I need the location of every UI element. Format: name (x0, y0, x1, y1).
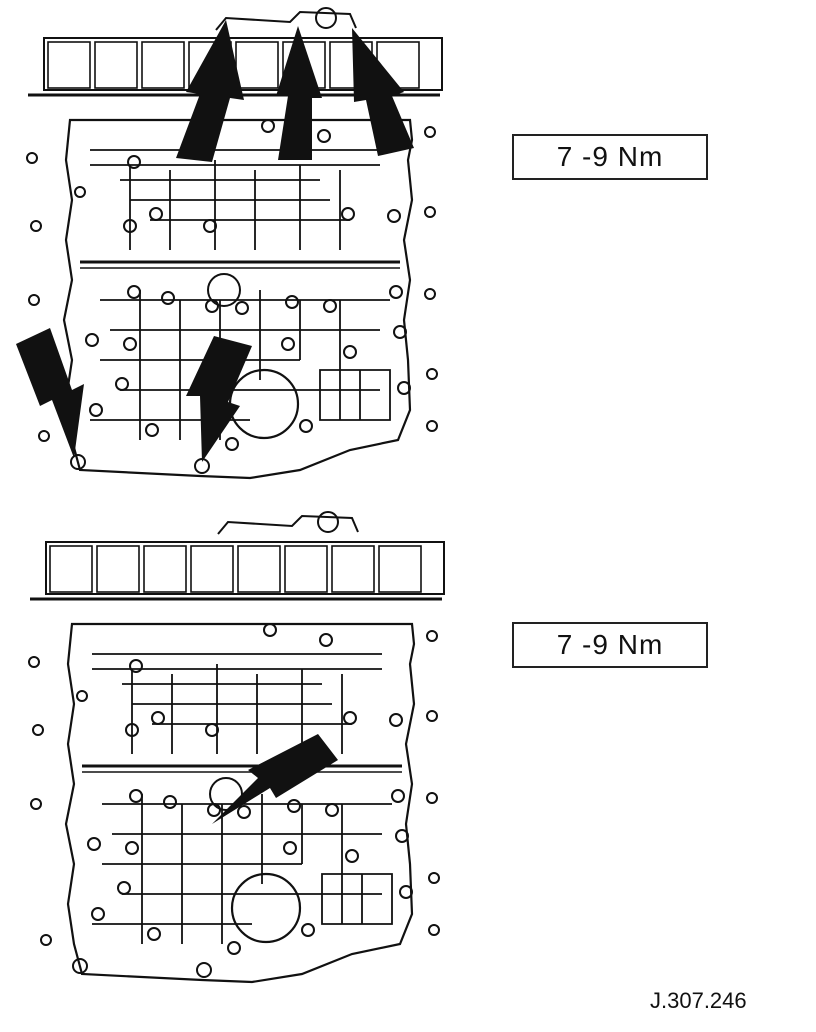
reference-code: J.307.246 (650, 988, 747, 1013)
torque-spec-bottom: 7 -9 Nm (512, 622, 708, 668)
arrow-top-left (176, 20, 244, 162)
arrow-lower-middle (186, 336, 252, 462)
valve-body-bottom-view (27, 510, 446, 984)
arrow-lower-left (16, 328, 84, 458)
torque-spec-top: 7 -9 Nm (512, 134, 708, 180)
arrow-top-middle (276, 26, 322, 160)
arrow-center (212, 734, 338, 824)
arrow-top-right (352, 28, 414, 156)
valve-body-top-view (16, 6, 444, 480)
